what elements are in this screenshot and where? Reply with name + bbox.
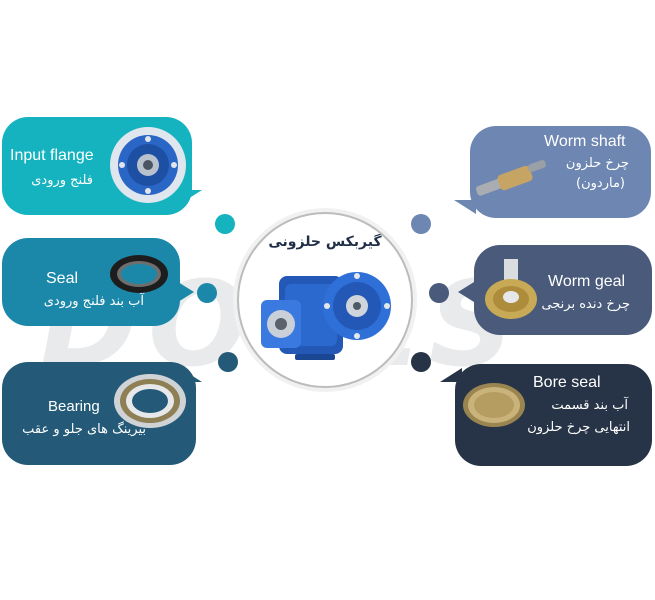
worm-geal-tail [458,282,474,302]
bore-seal-image [461,380,527,430]
worm-shaft-tail [454,200,476,214]
gearbox-image [261,272,391,360]
bearing-label: Bearing [48,398,100,415]
bore-seal-tail [440,368,462,382]
center-gearbox: گیربکس حلزونی [237,212,413,388]
worm-shaft-image [472,156,550,204]
seal-image [108,252,170,296]
seal-label: Seal [46,270,79,287]
worm-geal-dot [429,283,449,303]
bearing-tail [180,368,202,382]
worm-shaft-fa2-label: (ماردون) [576,176,625,191]
bearing-fa-label: بیرینگ های جلو و عقب [22,422,146,437]
seal-dot [197,283,217,303]
input-flange-tail [180,190,202,204]
bore-seal-label: Bore seal [533,374,601,391]
seal-tail [178,282,194,302]
bearing-bubble: Bearing بیرینگ های جلو و عقب [2,362,196,465]
input-flange-dot [215,214,235,234]
seal-bubble: Seal آب بند فلنج ورودی [2,238,180,326]
bore-seal-bubble: Bore seal آب بند قسمت انتهایی چرخ حلزون [455,364,652,466]
bearing-dot [218,352,238,372]
bore-seal-fa-label: آب بند قسمت [551,398,628,413]
worm-geal-fa-label: چرخ دنده برنجی [541,297,630,312]
worm-shaft-label: Worm shaft [544,133,626,150]
input-flange-fa-label: فلنج ورودی [31,173,93,188]
worm-geal-label: Worm geal [548,273,626,290]
worm-geal-bubble: Worm geal چرخ دنده برنجی [474,245,652,335]
worm-geal-image [480,257,542,325]
bore-seal-dot [411,352,431,372]
input-flange-label: Input flange [10,147,94,164]
worm-shaft-dot [411,214,431,234]
seal-fa-label: آب بند فلنج ورودی [43,294,144,309]
worm-shaft-fa-label: چرخ حلزون [565,156,629,171]
bore-seal-fa2-label: انتهایی چرخ حلزون [527,420,630,435]
input-flange-image [110,127,186,203]
center-title: گیربکس حلزونی [268,234,382,250]
input-flange-bubble: Input flange فلنج ورودی [2,117,192,215]
bearing-image [112,372,188,430]
worm-shaft-bubble: Worm shaft چرخ حلزون (ماردون) [470,126,651,218]
